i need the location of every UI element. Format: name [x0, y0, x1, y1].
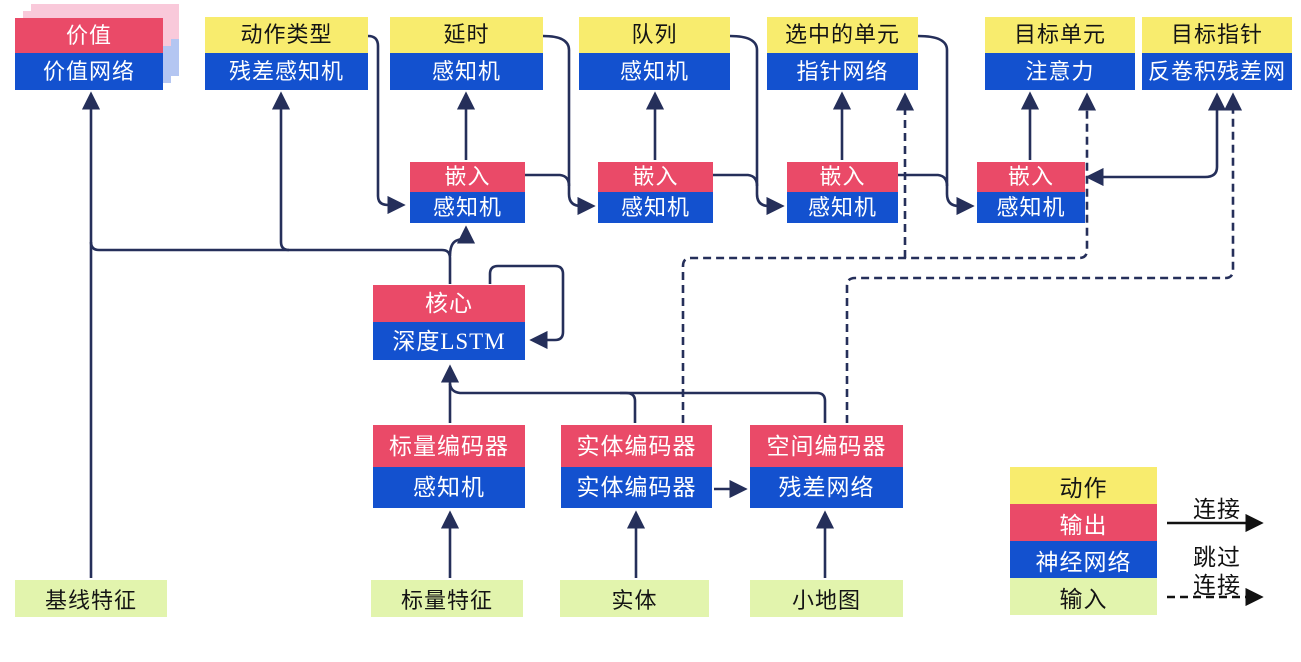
target-point-network-label: 反卷积残差网	[1142, 53, 1292, 90]
connector-queue-to-embed3	[729, 34, 785, 216]
legend-action-swatch: 动作	[1010, 467, 1157, 504]
input-minimap: 小地图	[750, 580, 903, 617]
node-action-type: 动作类型 残差感知机	[205, 17, 368, 90]
skip-entity-to-targetunit	[681, 92, 1097, 423]
selected-units-label: 选中的单元	[767, 17, 918, 53]
action-type-label: 动作类型	[205, 17, 368, 53]
queue-label: 队列	[579, 17, 730, 53]
node-embed-3: 嵌入 感知机	[787, 162, 898, 223]
entity-encoder-network-label: 实体编码器	[561, 467, 712, 508]
connector-embed4-targetpoint	[1085, 92, 1227, 187]
connector-bus-to-embed1	[448, 225, 476, 257]
target-unit-label: 目标单元	[985, 17, 1135, 53]
input-baseline-features: 基线特征	[15, 580, 167, 617]
node-embed-4: 嵌入 感知机	[977, 162, 1085, 223]
node-entity-encoder: 实体编码器 实体编码器	[561, 425, 712, 508]
node-target-unit: 目标单元 注意力	[985, 17, 1135, 90]
legend-input-swatch: 输入	[1010, 578, 1157, 615]
legend-connection-label: 连接	[1193, 497, 1241, 522]
action-type-network-label: 残差感知机	[205, 53, 368, 90]
connector-core-output-bus	[89, 241, 452, 284]
legend-arrows	[1167, 513, 1264, 607]
connector-embed1-merge	[525, 173, 571, 187]
entity-encoder-label: 实体编码器	[561, 425, 712, 467]
input-entities: 实体	[560, 580, 709, 617]
spatial-encoder-network-label: 残差网络	[750, 467, 903, 508]
node-delay: 延时 感知机	[390, 17, 543, 90]
legend-skip-label-1: 跳过	[1193, 545, 1241, 570]
embed-1-label: 嵌入	[410, 162, 525, 192]
connector-bus-to-actiontype	[271, 91, 291, 252]
value-output-label: 价值	[15, 18, 163, 53]
delay-label: 延时	[390, 17, 543, 53]
input-scalar-features: 标量特征	[371, 580, 523, 617]
embed-4-network-label: 感知机	[977, 192, 1085, 223]
connector-delay-to-embed2	[542, 34, 596, 216]
connector-entity-to-bus	[620, 391, 637, 423]
target-point-label: 目标指针	[1142, 17, 1292, 53]
target-unit-network-label: 注意力	[985, 53, 1135, 90]
connector-core-self-loop	[488, 264, 565, 350]
skip-spatial-to-targetpoint	[845, 92, 1243, 423]
queue-network-label: 感知机	[579, 53, 730, 90]
node-core: 核心 深度LSTM	[373, 285, 525, 360]
delay-network-label: 感知机	[390, 53, 543, 90]
node-spatial-encoder: 空间编码器 残差网络	[750, 425, 903, 508]
node-value: 价值 价值网络	[15, 18, 163, 90]
core-label: 核心	[373, 285, 525, 322]
connector-actiontype-to-embed1	[367, 34, 406, 215]
embed-3-network-label: 感知机	[787, 192, 898, 223]
embed-1-network-label: 感知机	[410, 192, 525, 223]
value-network-label: 价值网络	[15, 53, 163, 90]
skip-connectors	[681, 92, 1243, 423]
solid-connectors	[81, 34, 1227, 578]
node-embed-1: 嵌入 感知机	[410, 162, 525, 223]
node-embed-2: 嵌入 感知机	[598, 162, 713, 223]
node-target-point: 目标指针 反卷积残差网	[1142, 17, 1292, 90]
spatial-encoder-label: 空间编码器	[750, 425, 903, 467]
node-scalar-encoder: 标量编码器 感知机	[373, 425, 525, 508]
embed-3-label: 嵌入	[787, 162, 898, 192]
connector-embed3-merge	[898, 173, 949, 187]
connector-selected-to-embed4	[917, 34, 975, 216]
embed-2-network-label: 感知机	[598, 192, 713, 223]
selected-units-network-label: 指针网络	[767, 53, 918, 90]
connector-encoder-bus	[448, 383, 827, 423]
node-queue: 队列 感知机	[579, 17, 730, 90]
legend-skip-label-2: 连接	[1193, 573, 1241, 598]
scalar-encoder-label: 标量编码器	[373, 425, 525, 467]
legend-output-swatch: 输出	[1010, 504, 1157, 541]
core-network-label: 深度LSTM	[373, 322, 525, 360]
embed-2-label: 嵌入	[598, 162, 713, 192]
connector-embed2-merge	[713, 173, 759, 187]
legend-network-swatch: 神经网络	[1010, 541, 1157, 578]
scalar-encoder-network-label: 感知机	[373, 467, 525, 508]
node-selected-units: 选中的单元 指针网络	[767, 17, 918, 90]
embed-4-label: 嵌入	[977, 162, 1085, 192]
